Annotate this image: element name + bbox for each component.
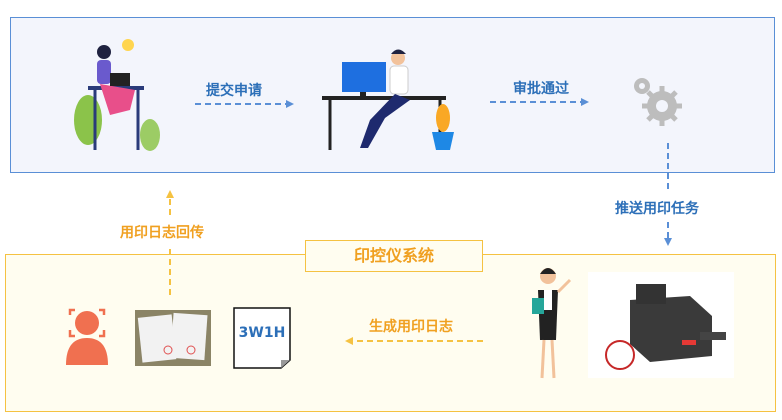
document-label: 3W1H	[238, 325, 286, 341]
face-recognition-icon	[66, 308, 108, 365]
log-return-label: 用印日志回传	[120, 225, 204, 241]
push-arrow	[664, 143, 672, 246]
document-icon	[233, 307, 291, 369]
submit-arrow	[195, 100, 294, 108]
generate-log-label: 生成用印日志	[369, 319, 453, 335]
approver-illustration	[322, 49, 454, 150]
approve-label: 审批通过	[513, 81, 569, 97]
generate-log-arrow	[345, 337, 483, 345]
seal-control-system-label: 印控仪系统	[305, 240, 483, 272]
applicant-illustration	[74, 39, 160, 151]
seal-control-device-image	[588, 272, 734, 378]
gears-icon	[634, 78, 682, 126]
log-return-arrow	[166, 190, 174, 295]
approve-arrow	[490, 98, 589, 106]
operator-illustration	[532, 268, 572, 379]
submit-label: 提交申请	[206, 83, 262, 99]
push-task-label: 推送用印任务	[615, 201, 699, 217]
sealed-documents-photo	[135, 310, 211, 366]
